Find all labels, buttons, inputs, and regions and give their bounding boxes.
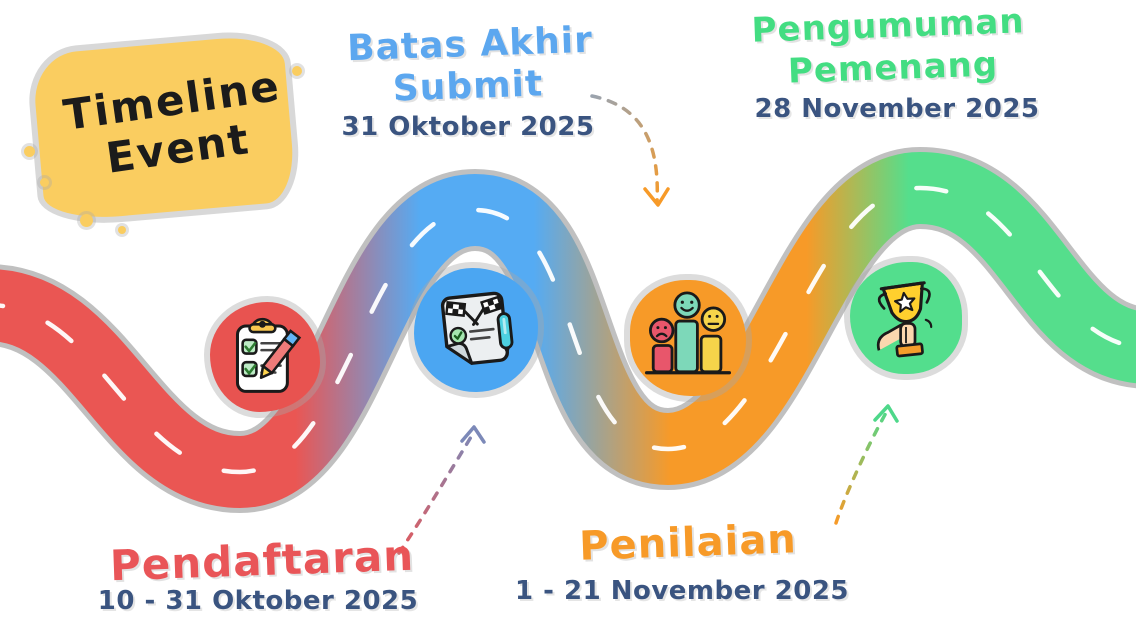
submission-paper-icon xyxy=(440,291,514,365)
milestone-stop-pengumuman-pemenang xyxy=(850,262,962,374)
milestone-date-pendaftaran: 10 - 31 Oktober 2025 xyxy=(97,586,419,616)
trophy-in-hand-icon xyxy=(876,281,933,358)
arrow-to-registration-stop xyxy=(397,425,486,555)
milestone-date-batas-akhir: 31 Oktober 2025 xyxy=(341,112,595,142)
paint-speck xyxy=(292,66,302,76)
milestone-date-pengumuman: 28 November 2025 xyxy=(754,94,1040,124)
rating-bars-icon xyxy=(644,291,732,375)
paint-speck xyxy=(80,214,93,227)
checkered-flags-icon xyxy=(445,295,504,326)
milestone-stop-penilaian xyxy=(630,280,746,396)
pen-icon xyxy=(496,312,514,356)
milestone-stop-pendaftaran xyxy=(210,302,320,412)
milestone-label-batas-akhir-line1: Batas Akhir xyxy=(346,19,594,70)
milestone-label-penilaian: Penilaian xyxy=(578,516,798,570)
arrowhead-up-icon xyxy=(873,404,899,423)
paint-speck xyxy=(24,146,35,157)
lane-marking xyxy=(0,185,1136,475)
road-path xyxy=(0,151,1136,509)
milestone-label-pengumuman-line2: Pemenang xyxy=(787,44,999,92)
milestone-label-batas-akhir-line2: Submit xyxy=(392,63,544,110)
milestone-date-penilaian: 1 - 21 November 2025 xyxy=(515,576,849,606)
arrow-to-winner-stop xyxy=(834,404,899,525)
paint-speck xyxy=(118,226,126,234)
milestone-stop-batas-akhir-submit xyxy=(414,268,538,392)
paint-speck xyxy=(40,178,49,187)
clipboard-checklist-icon xyxy=(235,317,302,393)
arrowhead-up-icon xyxy=(460,425,486,444)
arrowhead-down-icon xyxy=(643,187,670,207)
arrow-to-submit-stop xyxy=(590,94,670,207)
